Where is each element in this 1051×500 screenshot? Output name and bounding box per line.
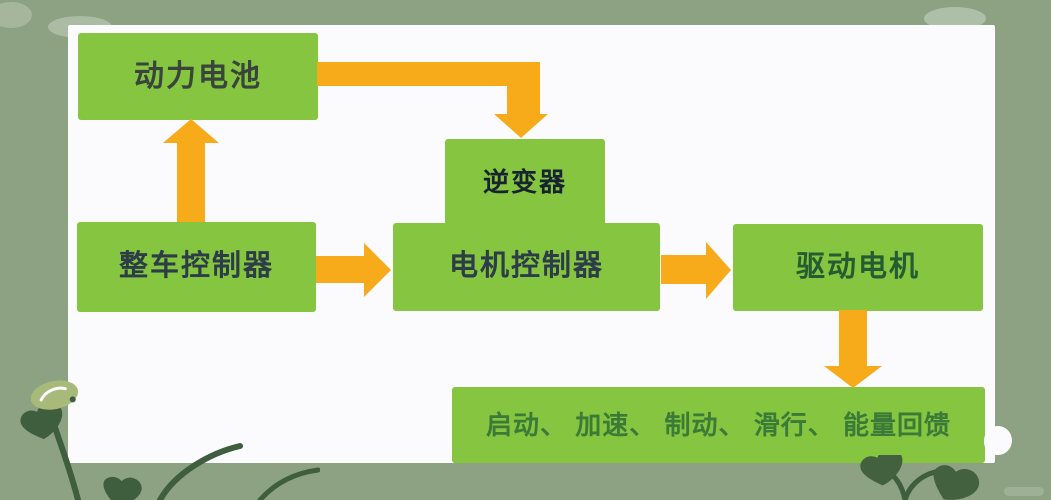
node-power-battery: 动力电池 <box>78 33 318 120</box>
node-motor-controller-label: 电机控制器 <box>448 250 604 283</box>
node-drive-motor: 驱动电机 <box>733 224 983 311</box>
node-inverter-label: 逆变器 <box>482 166 567 197</box>
node-power-battery-label: 动力电池 <box>134 60 262 93</box>
node-vehicle-controller: 整车控制器 <box>77 222 316 312</box>
node-functions-label: 启动、 加速、 制动、 滑行、 能量回馈 <box>486 409 951 440</box>
cloud-ellipse-top-left-small <box>0 2 32 28</box>
watermark-pill <box>1004 487 1044 496</box>
node-vehicle-controller-label: 整车控制器 <box>118 250 274 283</box>
node-drive-motor-label: 驱动电机 <box>795 250 920 283</box>
node-functions: 启动、 加速、 制动、 滑行、 能量回馈 <box>452 387 985 463</box>
white-blob-decoration <box>984 426 1012 455</box>
node-inverter: 逆变器 <box>445 139 605 225</box>
node-motor-controller: 电机控制器 <box>393 223 660 311</box>
cloud-ellipse-top-right <box>924 7 986 30</box>
